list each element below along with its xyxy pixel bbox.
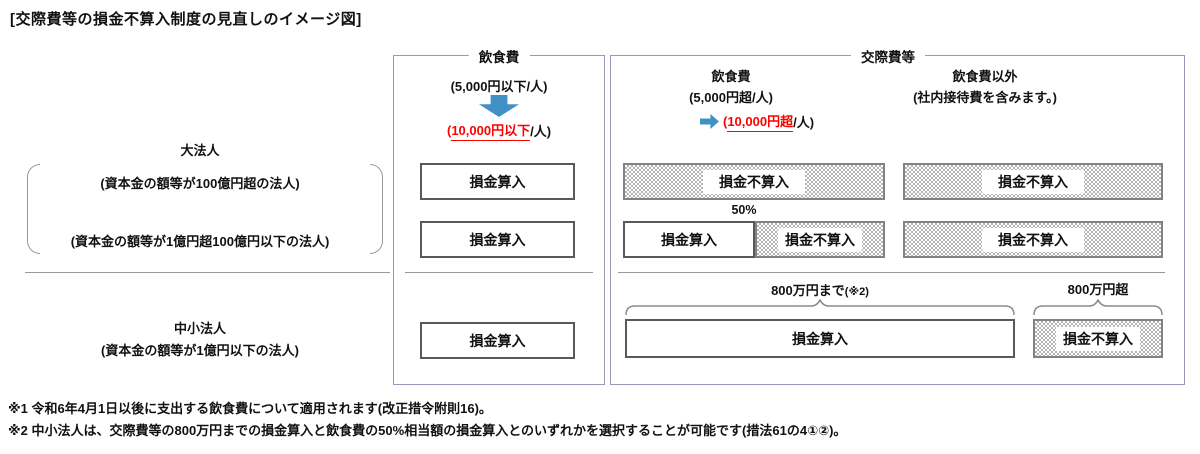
large-corp-1b-to-100b-label: (資本金の額等が1億円超100億円以下の法人): [70, 234, 330, 249]
deductible-box-sme-800: 損金算入: [625, 319, 1015, 358]
ent-food-new-limit-label: (10,000円超/人): [699, 111, 814, 132]
left-section-divider: [25, 272, 390, 273]
up-to-800-note-ref: (※2): [844, 286, 869, 298]
nondeductible-box-large1-food: 損金不算入: [623, 163, 885, 200]
entertainment-panel-divider: [618, 272, 1165, 273]
ent-new-limit-text: (10,000円超/人): [723, 111, 814, 132]
ent-other-col-subtitle: (社内接待費を含みます。): [913, 90, 1057, 105]
footnote-2: ※2 中小法人は、交際費等の800万円までの損金算入と飲食費の50%相当額の損金…: [8, 423, 847, 438]
nondeductible-label: 損金不算入: [1056, 326, 1140, 351]
sme-under-100m-label: (資本金の額等が1億円以下の法人): [101, 343, 299, 358]
ent-food-old-limit-label: (5,000円超/人): [689, 90, 773, 105]
ent-food-col-title: 飲食費: [711, 69, 751, 84]
left-bracket-icon: [27, 164, 40, 254]
fifty-percent-label: 50%: [731, 203, 757, 217]
footnote-1: ※1 令和6年4月1日以後に支出する飲食費について適用されます(改正措令附則16…: [8, 401, 492, 416]
overbrace-800-icon: [625, 299, 1015, 316]
right-bracket-icon: [370, 164, 383, 254]
deductible-box-large1-food: 損金算入: [420, 163, 575, 200]
nondeductible-box-large2-food-half: 損金不算入: [755, 221, 885, 258]
new-limit-red-text: 10,000円以下: [451, 120, 531, 141]
up-to-800-text: 800万円まで: [771, 283, 845, 298]
right-arrow-icon: [699, 114, 719, 129]
deductible-box-sme-food: 損金算入: [420, 322, 575, 359]
nondeductible-label: 損金不算入: [982, 227, 1084, 252]
food-panel-divider: [405, 272, 593, 273]
sme-label: 中小法人: [173, 321, 227, 336]
nondeductible-label: 損金不算入: [982, 169, 1084, 194]
ent-new-limit-red-text: 10,000円超: [727, 111, 794, 132]
over-800-label: 800万円超: [1067, 282, 1129, 297]
food-old-limit-label: (5,000円以下/人): [450, 79, 548, 94]
overbrace-over-800-icon: [1033, 299, 1163, 316]
new-limit-open-paren: (: [446, 123, 452, 138]
food-panel-header: 飲食費: [468, 46, 530, 66]
entertainment-panel-header: 交際費等: [851, 46, 925, 66]
deductible-box-large2-food: 損金算入: [420, 221, 575, 258]
large-corp-label: 大法人: [180, 143, 220, 158]
nondeductible-box-sme-over-800: 損金不算入: [1033, 319, 1163, 358]
ent-new-limit-open-paren: (: [722, 114, 728, 129]
food-new-limit-label: (10,000円以下/人): [447, 120, 551, 141]
nondeductible-label: 損金不算入: [778, 227, 862, 252]
ent-other-col-title: 飲食費以外: [952, 69, 1018, 84]
ent-new-limit-suffix: /人): [793, 115, 815, 130]
page-title: [交際費等の損金不算入制度の見直しのイメージ図]: [10, 11, 362, 28]
up-to-800-label: 800万円まで(※2): [771, 280, 869, 300]
new-limit-suffix: /人): [530, 124, 552, 139]
nondeductible-box-large2-other: 損金不算入: [903, 221, 1163, 258]
nondeductible-label: 損金不算入: [703, 169, 805, 194]
large-corp-over-100b-label: (資本金の額等が100億円超の法人): [100, 176, 300, 191]
nondeductible-box-large1-other: 損金不算入: [903, 163, 1163, 200]
deductible-box-large2-food-half: 損金算入: [623, 221, 755, 258]
